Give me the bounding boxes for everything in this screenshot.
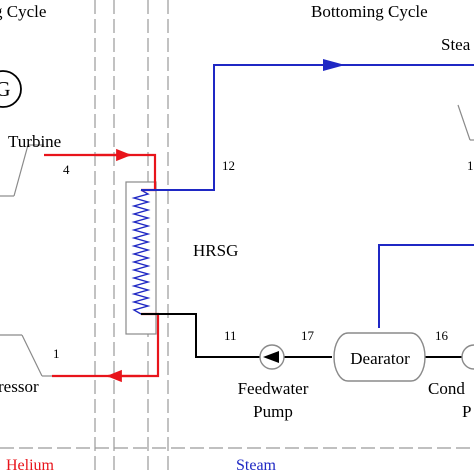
turbine-casing-line — [13, 144, 29, 197]
generator: G — [0, 70, 22, 108]
steam-turbine-casing — [457, 104, 471, 141]
state-point-17: 17 — [301, 328, 315, 343]
state-point-edge: 1 — [467, 158, 474, 173]
turbine-label: Turbine — [8, 132, 61, 151]
state-point-4: 4 — [63, 162, 70, 177]
legend-steam: Steam — [236, 457, 277, 474]
dearator-label: Dearator — [350, 349, 410, 368]
state-point-16: 16 — [435, 328, 449, 343]
feedwater-pump-arrow-icon — [263, 351, 279, 363]
gas-turbine-outline — [0, 144, 52, 377]
condensate-pump-label-2: P — [462, 402, 471, 421]
hrsg-label: HRSG — [193, 241, 238, 260]
feedwater-pump-label-1: Feedwater — [238, 379, 309, 398]
legend-helium: Helium — [6, 457, 55, 474]
feedwater-pump — [259, 344, 285, 370]
generator-circle — [0, 70, 22, 108]
compressor-casing-line — [21, 334, 43, 377]
hrsg-coil — [131, 189, 151, 315]
state-point-12: 12 — [222, 158, 235, 173]
dearator-vessel — [333, 332, 426, 382]
hrsg — [125, 181, 157, 335]
water-line-hrsg-inlet — [141, 313, 260, 358]
steam-line-hrsg-to-turbine — [141, 64, 474, 191]
legend: Helium Steam — [6, 457, 277, 474]
condensate-pump-circle — [461, 344, 474, 370]
steam-turbine-outline — [457, 104, 474, 141]
topping-cycle-header: g Cycle — [0, 2, 46, 21]
condensate-pump-label-1: Cond — [428, 379, 465, 398]
steam-turbine-label: Stea — [441, 35, 471, 54]
dearator: Dearator — [333, 332, 426, 382]
steam-line-to-dearator — [378, 244, 474, 328]
steam-lines — [141, 59, 474, 328]
state-point-11: 11 — [224, 328, 237, 343]
compressor-label: ressor — [0, 377, 39, 396]
generator-label: G — [0, 77, 11, 101]
hrsg-box — [125, 181, 157, 335]
feedwater-pump-label-2: Pump — [253, 402, 293, 421]
state-point-1: 1 — [53, 346, 60, 361]
steam-arrow-12 — [323, 59, 345, 71]
bottoming-cycle-header: Bottoming Cycle — [311, 2, 428, 21]
